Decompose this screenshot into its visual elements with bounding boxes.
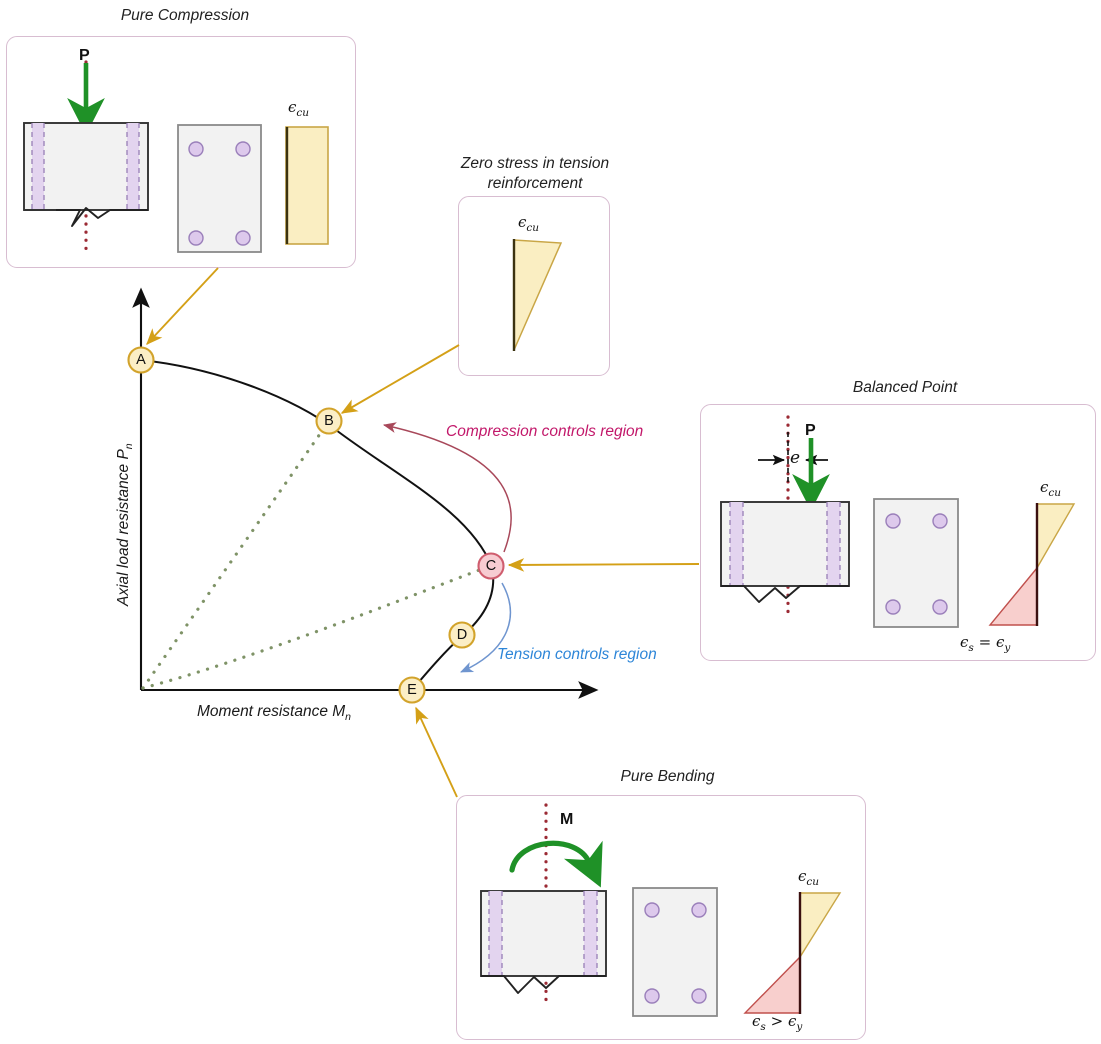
curve-point-markers xyxy=(127,346,505,704)
strain-top-label-balanced-point: ϵcu xyxy=(1040,478,1062,499)
panel-title-zero-stress-line2: reinforcement xyxy=(487,175,583,192)
strain-label-pure-compression: ϵcu xyxy=(288,98,310,119)
y-axis-label: Axial load resistance Pn xyxy=(115,443,136,606)
strain-label-zero-stress: ϵcu xyxy=(518,213,540,234)
panel-title-pure-compression: Pure Compression xyxy=(120,7,250,24)
radial-reference-lines xyxy=(141,419,492,690)
zero-stress-graphics xyxy=(512,239,563,351)
tension-region-label: Tension controls region xyxy=(497,646,657,663)
callout-arrow-balanced-point xyxy=(507,558,700,572)
curve-point-C[interactable] xyxy=(477,552,505,580)
interaction-curve xyxy=(140,359,495,691)
x-axis-label: Moment resistance Mn xyxy=(197,703,352,724)
curve-point-D[interactable] xyxy=(448,621,476,649)
panel-title-balanced-point: Balanced Point xyxy=(852,379,958,396)
panel-title-pure-bending: Pure Bending xyxy=(620,768,715,785)
strain-diagram-zero-stress xyxy=(513,239,563,351)
compression-region-arrow xyxy=(382,422,512,553)
balanced-point-graphics xyxy=(720,415,1076,628)
axial-force-label-pure-compression: P xyxy=(79,47,90,64)
pure-bending-graphics xyxy=(480,803,842,1017)
moment-label-pure-bending: M xyxy=(560,811,574,828)
strain-tension-balanced xyxy=(988,566,1038,626)
strain-bottom-label-balanced-point: ϵs = ϵy xyxy=(960,633,1011,654)
curve-point-A[interactable] xyxy=(127,346,155,374)
panel-title-zero-stress-line1: Zero stress in tension xyxy=(460,155,610,172)
callout-arrow-pure-bending xyxy=(415,706,458,798)
strain-diagram-pure-compression xyxy=(285,126,329,245)
chart-axes xyxy=(132,287,599,699)
tension-region-arrow xyxy=(460,582,512,673)
strain-top-label-pure-bending: ϵcu xyxy=(798,867,820,888)
strain-bottom-label-pure-bending: ϵs > ϵy xyxy=(752,1012,803,1033)
callout-arrow-pure-compression xyxy=(146,267,219,345)
axial-force-label-balanced-point: P xyxy=(805,422,816,439)
compression-region-label: Compression controls region xyxy=(446,423,644,440)
eccentricity-label: e xyxy=(790,448,801,468)
curve-point-B[interactable] xyxy=(315,407,343,435)
strain-compression-balanced xyxy=(1036,503,1076,571)
curve-point-E[interactable] xyxy=(398,676,426,704)
callout-arrow-zero-stress xyxy=(340,344,460,414)
strain-compression-pure-bending xyxy=(799,892,842,960)
moment-arrow-pure-bending xyxy=(509,840,603,888)
strain-tension-pure-bending xyxy=(743,955,801,1014)
pure-compression-graphics xyxy=(23,60,329,254)
